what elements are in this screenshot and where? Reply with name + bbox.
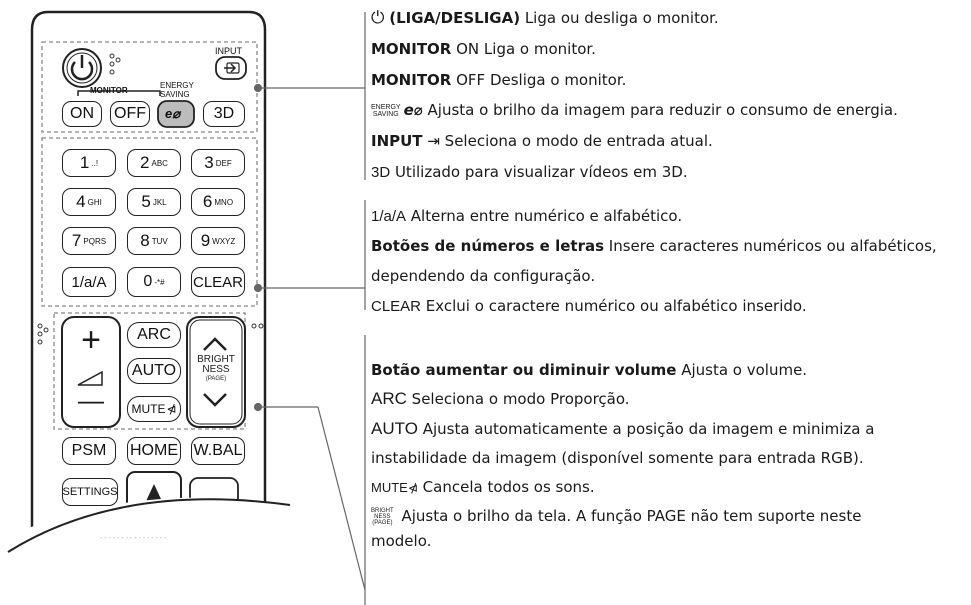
brightness-label-2: NESS [202,364,230,375]
wbal-button[interactable]: W.BAL [191,437,245,465]
mute-icon: ⋪ [166,402,177,416]
energy-saving-glyph: e⌀ [403,101,423,119]
input-label: INPUT [215,46,242,56]
svg-text:- - - - - - - - - - - - - - -: - - - - - - - - - - - - - - - - [100,535,167,542]
desc-auto: AUTO Ajusta automaticamente a posição da… [371,419,875,438]
desc-one-a: 1/a/A Alterna entre numérico e alfabétic… [371,207,683,225]
monitor-label: MONITOR [90,86,128,95]
mute-mini-icon: ⋪ [407,481,418,495]
psm-button[interactable]: PSM [62,437,116,465]
key-1[interactable]: 1..! [62,149,116,177]
desc-numbers: Botões de números e letras Insere caract… [371,237,937,255]
input-icon: ⇥ [427,132,440,150]
arc-button[interactable]: ARC [127,322,181,348]
one-a-button[interactable]: 1/a/A [62,267,116,297]
brightness-label-3: (PAGE) [205,376,227,382]
desc-brightness-cont: modelo. [371,532,432,550]
brightness-label-1: BRIGHT [197,354,235,365]
desc-arc: ARC Seleciona o modo Proporção. [371,389,630,408]
energy-label-2: SAVING [160,90,190,99]
home-button[interactable]: HOME [127,437,181,465]
desc-auto-cont: instabilidade da imagem (disponível some… [371,449,864,467]
desc-monitor-on: MONITOR ON Liga o monitor. [371,40,596,58]
settings-button[interactable]: SETTINGS [62,478,118,506]
desc-power: ⏻ (LIGA/DESLIGA) Liga ou desliga o monit… [371,8,719,28]
power-button[interactable] [63,49,101,87]
desc-numbers-cont: dependendo da configuração. [371,267,596,285]
brightness-button[interactable]: BRIGHT NESS (PAGE) [190,355,242,383]
monitor-on-button[interactable]: ON [62,101,102,127]
desc-mute: MUTE⋪ Cancela todos os sons. [371,478,595,496]
desc-monitor-off: MONITOR OFF Desliga o monitor. [371,71,627,89]
energy-saving-icon: e⌀ [165,106,181,121]
clear-button[interactable]: CLEAR [191,267,245,297]
energy-label-1: ENERGY [160,81,194,90]
auto-button[interactable]: AUTO [127,358,181,384]
input-button[interactable] [216,57,246,79]
key-0[interactable]: 0-*# [127,267,181,297]
desc-clear: CLEAR Exclui o caractere numérico ou alf… [371,297,807,315]
desc-input: INPUT ⇥ Seleciona o modo de entrada atua… [371,132,713,150]
power-icon: ⏻ [371,8,385,28]
volume-down-button[interactable]: — [78,385,104,415]
mute-button[interactable]: MUTE⋪ [127,396,181,422]
desc-3d: 3D Utilizado para visualizar vídeos em 3… [371,163,688,181]
volume-up-button[interactable]: + [81,321,101,359]
3d-button[interactable]: 3D [203,101,245,127]
energy-saving-button[interactable] [158,101,194,127]
desc-volume: Botão aumentar ou diminuir volume Ajusta… [371,361,808,379]
monitor-off-button[interactable]: OFF [110,101,150,127]
